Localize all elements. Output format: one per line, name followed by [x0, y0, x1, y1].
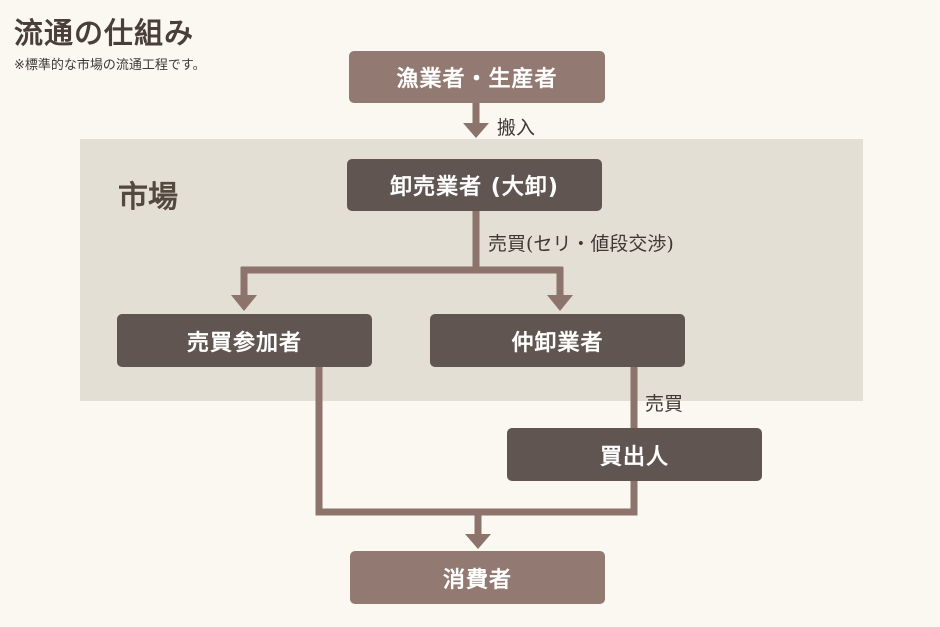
arrowhead-to-consumer	[465, 534, 491, 549]
node-consumer: 消費者	[350, 551, 605, 604]
edge-label-auction: 売買(セリ・値段交渉)	[488, 233, 674, 255]
node-trader: 売買参加者	[117, 314, 372, 367]
connector-buyer-consumer	[478, 481, 638, 516]
arrowhead-to-trader	[231, 295, 257, 311]
market-label: 市場	[118, 180, 178, 215]
arrowhead-to-wholesaler	[463, 123, 489, 138]
node-intermediate: 仲卸業者	[430, 314, 685, 367]
connector-trader-consumer	[315, 367, 478, 516]
page-subtitle: ※標準的な市場の流通工程です。	[14, 58, 206, 73]
arrowhead-to-intermediate	[547, 295, 573, 311]
node-buyer: 買出人	[507, 428, 762, 481]
node-producer: 漁業者・生産者	[349, 51, 605, 103]
page-title: 流通の仕組み	[14, 16, 195, 50]
edge-label-trade: 売買	[645, 393, 684, 415]
edge-label-import: 搬入	[497, 117, 536, 139]
node-wholesaler: 卸売業者 (大卸)	[347, 159, 602, 211]
